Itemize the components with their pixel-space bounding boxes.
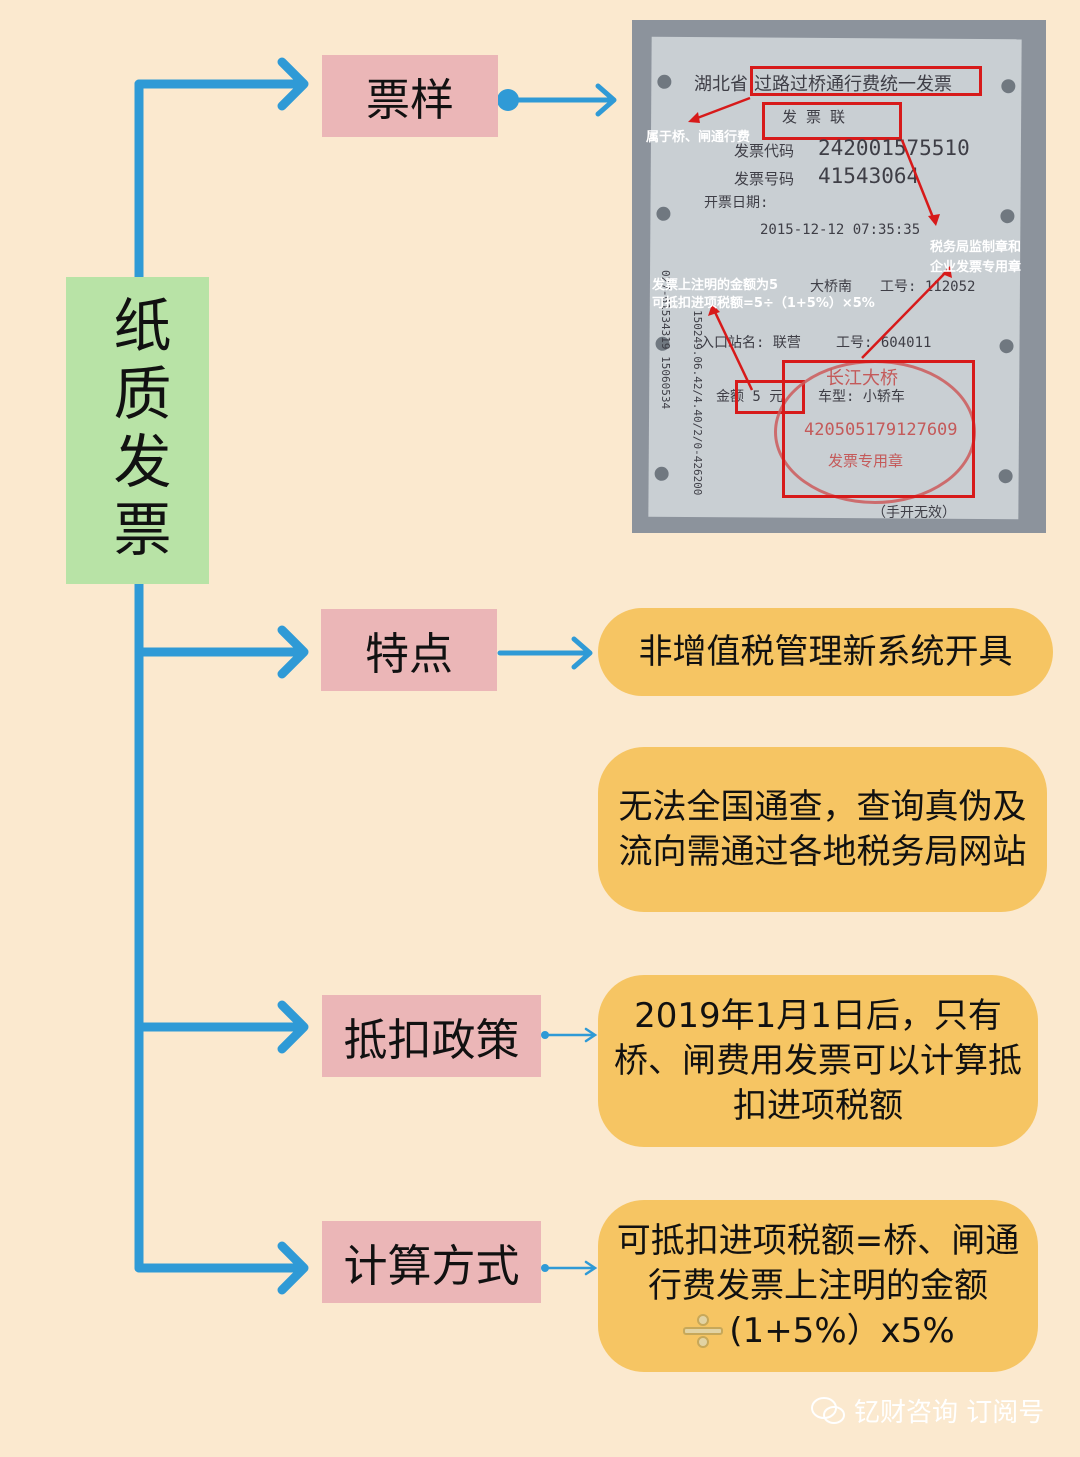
- branch-features: 特点: [321, 609, 497, 691]
- feature-text-2: 无法全国通查，查询真伪及流向需通过各地税务局网站: [618, 786, 1027, 872]
- branch-sample-label: 票样: [366, 75, 454, 126]
- invoice-worker-1: 工号: 112052: [880, 279, 976, 295]
- feature-bubble-2: 无法全国通查，查询真伪及流向需通过各地税务局网站: [598, 747, 1047, 912]
- wechat-icon: [811, 1396, 845, 1424]
- invoice-handwritten-invalid: （手开无效）: [872, 505, 956, 521]
- root-node: 纸质发票: [66, 277, 209, 584]
- root-label: 纸质发票: [103, 294, 172, 567]
- formula-text: 可抵扣进项税额=桥、闸通行费发票上注明的金额: [616, 1220, 1020, 1306]
- watermark-text: 钇财咨询 订阅号: [854, 1398, 1045, 1428]
- invoice-number: 41543064: [818, 164, 920, 188]
- invoice-amount: 金额 5 元: [716, 389, 784, 405]
- feature-text-1: 非增值税管理新系统开具: [638, 631, 1013, 672]
- invoice-worker-2: 工号: 604011: [836, 335, 932, 351]
- branch-policy: 抵扣政策: [322, 995, 541, 1077]
- formula-bubble: 可抵扣进项税额=桥、闸通行费发票上注明的金额 (1+5%）x5%: [598, 1200, 1038, 1372]
- invoice-title-prefix: 湖北省: [694, 74, 748, 95]
- annotation-arrows: [688, 96, 952, 391]
- annotation-calc-2: 可抵扣进项税额=5÷（1+5%）×5%: [652, 296, 875, 311]
- invoice-code: 242001575510: [818, 136, 970, 160]
- invoice-number-label: 发票号码: [734, 170, 795, 188]
- divide-icon: [683, 1314, 724, 1348]
- annotation-seal-1: 税务局监制章和: [930, 240, 1022, 255]
- feature-bubble-1: 非增值税管理新系统开具: [598, 608, 1053, 696]
- annotation-calc-1: 发票上注明的金额为5: [652, 278, 779, 293]
- stamp-label: 发票专用章: [828, 452, 904, 470]
- stamp-name: 长江大桥: [826, 368, 898, 389]
- policy-bubble: 2019年1月1日后，只有桥、闸费用发票可以计算抵扣进项税额: [598, 975, 1038, 1147]
- invoice-title: 过路过桥通行费统一发票: [754, 74, 952, 95]
- branch-sample: 票样: [322, 55, 498, 137]
- invoice-sample-photo: 湖北省 过路过桥通行费统一发票 发 票 联 发票代码 242001575510 …: [632, 20, 1046, 533]
- branch-calculation-label: 计算方式: [343, 1241, 520, 1292]
- policy-text: 2019年1月1日后，只有桥、闸费用发票可以计算抵扣进项税额: [614, 995, 1022, 1126]
- invoice-copy-label: 发 票 联: [782, 108, 846, 126]
- annotation-seal-2: 企业发票专用章: [930, 260, 1022, 275]
- branch-calculation: 计算方式: [322, 1221, 541, 1303]
- invoice-station: 大桥南: [810, 279, 852, 295]
- invoice-code-label: 发票代码: [734, 142, 795, 160]
- invoice-date-label: 开票日期:: [704, 195, 769, 211]
- stamp-tax-id: 420505179127609: [804, 420, 958, 440]
- watermark: 钇财咨询 订阅号: [810, 1392, 1044, 1429]
- branch-features-label: 特点: [365, 629, 453, 680]
- invoice-date: 2015-12-12 07:35:35: [760, 222, 921, 238]
- formula-tail: (1+5%）x5%: [681, 1309, 955, 1354]
- invoice-entry: 入口站名: 联营: [700, 335, 801, 351]
- annotation-bridge-fee: 属于桥、闸通行费: [646, 130, 751, 145]
- formula-tail-text: (1+5%）x5%: [729, 1310, 955, 1351]
- branch-policy-label: 抵扣政策: [343, 1015, 520, 1066]
